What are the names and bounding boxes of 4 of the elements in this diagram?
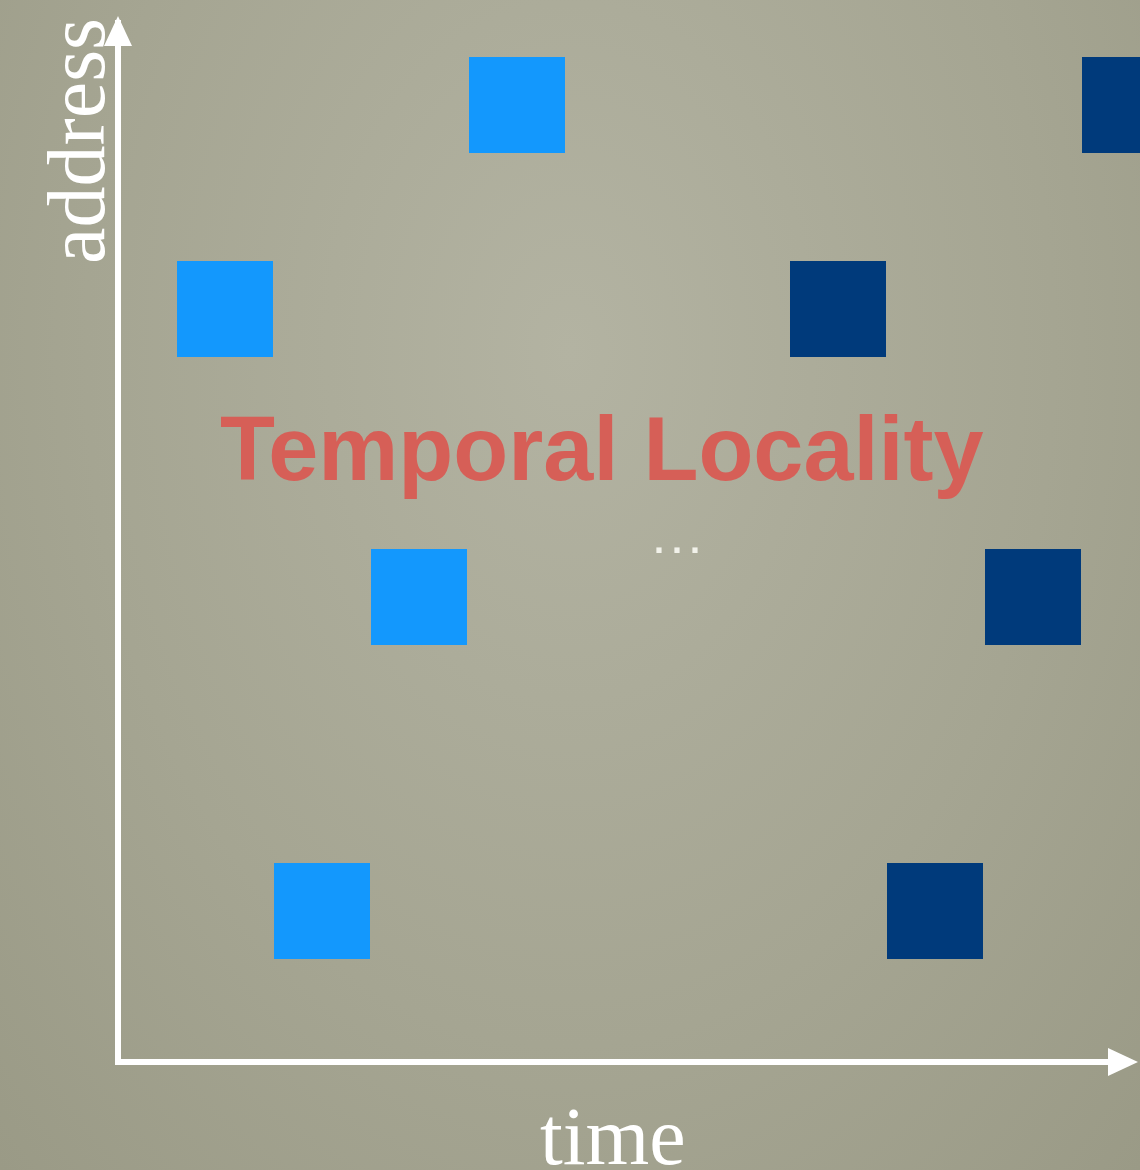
axis-label: address: [30, 18, 123, 264]
axis-label: time: [540, 1090, 686, 1170]
diagram-heading: Temporal Locality: [220, 398, 984, 501]
ellipsis-text: ...: [654, 520, 708, 562]
